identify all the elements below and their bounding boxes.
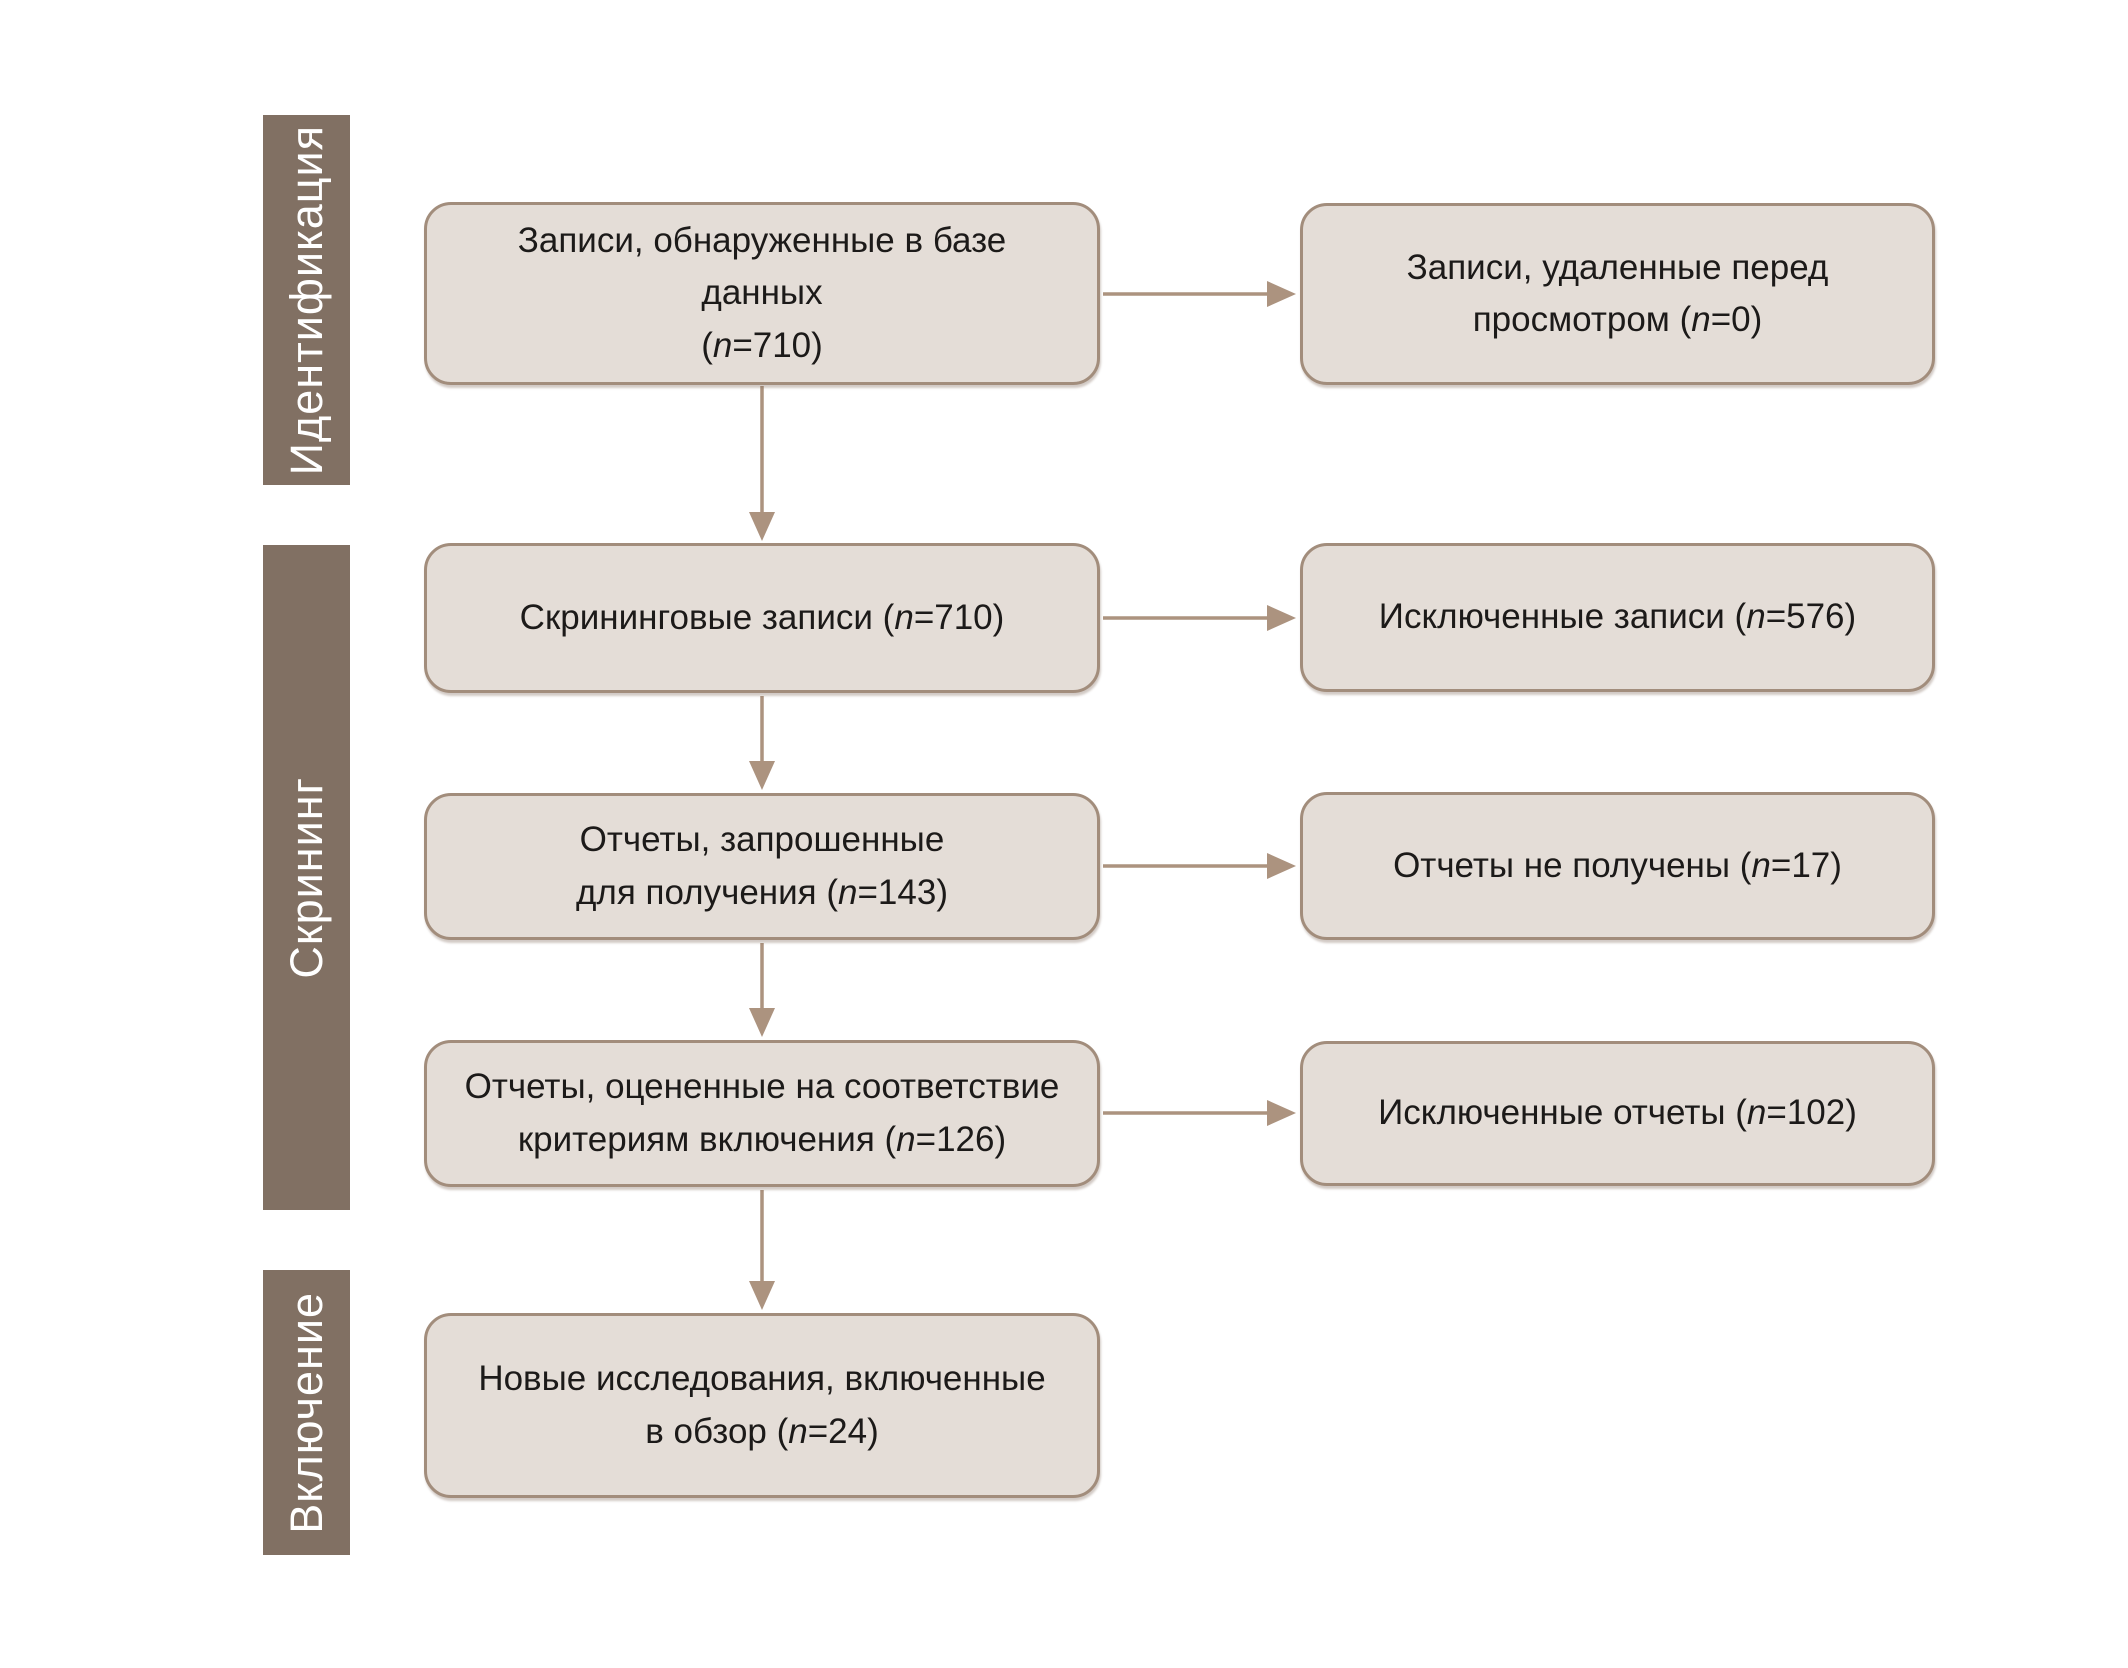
- stage-bar-inclusion: Включение: [263, 1270, 350, 1555]
- box-reports-not-retrieved-text: Отчеты не получены (n=17): [1393, 845, 1842, 885]
- arrowhead-identified-to-screened: [749, 512, 775, 541]
- box-reports-excluded: Исключенные отчеты (n=102): [1300, 1041, 1935, 1186]
- arrowhead-screened-to-sought: [749, 761, 775, 790]
- stage-label-identification: Идентификация: [280, 124, 332, 476]
- arrowhead-screened-to-excluded-records: [1267, 605, 1296, 631]
- stage-bar-screening: Скрининг: [263, 545, 350, 1210]
- arrowhead-assessed-to-excluded-reports: [1267, 1100, 1296, 1126]
- box-records-excluded-text: Исключенные записи (n=576): [1378, 597, 1857, 637]
- box-records-screened: Скрининговые записи (n=710): [424, 543, 1100, 693]
- box-records-screened-text: Скрининговые записи (n=710): [519, 597, 1005, 637]
- box-records-identified: Записи, обнаруженные в базе данных(n=710…: [424, 202, 1100, 385]
- arrowhead-sought-to-not-retrieved: [1267, 853, 1296, 879]
- stage-label-inclusion: Включение: [280, 1291, 332, 1534]
- box-reports-excluded-text: Исключенные отчеты (n=102): [1378, 1093, 1857, 1133]
- stage-label-screening: Скрининг: [280, 776, 332, 979]
- box-reports-not-retrieved: Отчеты не получены (n=17): [1300, 792, 1935, 940]
- box-records-excluded: Исключенные записи (n=576): [1300, 543, 1935, 692]
- box-records-identified-text: Записи, обнаруженные в базе данных(n=710…: [517, 220, 1007, 365]
- arrowhead-assessed-to-included: [749, 1281, 775, 1310]
- arrowhead-identified-to-removed: [1267, 281, 1296, 307]
- stage-bar-identification: Идентификация: [263, 115, 350, 485]
- arrowhead-sought-to-assessed: [749, 1008, 775, 1037]
